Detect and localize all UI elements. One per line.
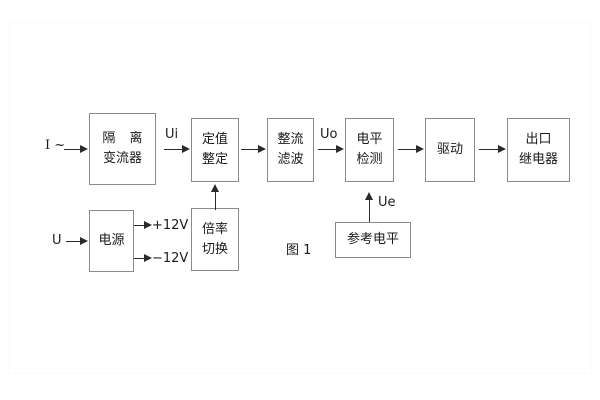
arrowhead-drive-to-output-relay <box>498 144 506 153</box>
arrowhead-multiplier-to-setting <box>210 184 219 192</box>
connector-isolation-to-setting <box>164 149 183 150</box>
block-rectify-filter: 整流 滤波 <box>267 118 314 182</box>
label-ue-signal: Ue <box>378 195 396 210</box>
block-level-detect: 电平 检测 <box>345 118 394 182</box>
block-drive: 驱动 <box>425 118 475 182</box>
arrowhead-setting-to-rectify <box>258 144 266 153</box>
block-output-relay-line-2: 继电器 <box>518 152 558 167</box>
arrowhead-isolation-to-setting <box>182 144 190 153</box>
arrowhead-reference-to-level-detect <box>364 192 373 200</box>
block-multiplier-switch-line-1: 倍率 <box>201 221 228 237</box>
block-power-supply: 电源 <box>89 210 134 272</box>
label-ui-signal: Ui <box>165 127 179 142</box>
connector-input-to-isolation <box>64 149 81 150</box>
connector-power-supply-positive-rail <box>134 225 147 226</box>
connector-rectify-to-level-detect <box>318 149 337 150</box>
label-current-input: I ~ <box>45 138 66 153</box>
arrowhead-power-supply-positive-rail <box>144 220 152 229</box>
block-isolation-ct: 隔 离 变流器 <box>89 113 156 185</box>
connector-power-supply-negative-rail <box>134 258 147 259</box>
block-reference-level: 参考电平 <box>335 222 411 258</box>
connector-reference-to-level-detect <box>369 200 370 222</box>
connector-setting-to-rectify <box>241 149 259 150</box>
arrowhead-rectify-to-level-detect <box>336 144 344 153</box>
block-power-supply-line-1: 电源 <box>98 233 125 249</box>
arrowhead-voltage-input-to-power-supply <box>80 236 88 245</box>
block-output-relay-line-1: 出口 <box>525 132 552 148</box>
block-setting-line-1: 定值 <box>201 132 228 148</box>
block-reference-level-line-1: 参考电平 <box>346 232 399 248</box>
arrowhead-power-supply-negative-rail <box>144 253 152 262</box>
block-multiplier-switch-line-2: 切换 <box>201 241 228 257</box>
connector-multiplier-to-setting <box>215 192 216 210</box>
block-output-relay: 出口 继电器 <box>507 118 570 182</box>
label-uo-signal: Uo <box>320 127 338 142</box>
block-rectify-filter-line-2: 滤波 <box>277 152 304 167</box>
arrowhead-input-to-isolation <box>80 144 88 153</box>
connector-drive-to-output-relay <box>479 149 499 150</box>
label-voltage-input: U <box>52 233 62 248</box>
block-drive-line-1: 驱动 <box>436 142 463 158</box>
block-setting-line-2: 整定 <box>201 152 228 167</box>
connector-voltage-input-to-power-supply <box>66 241 81 242</box>
block-multiplier-switch: 倍率 切换 <box>191 208 239 271</box>
block-isolation-ct-line-2: 变流器 <box>102 151 142 166</box>
connector-level-detect-to-drive <box>398 149 417 150</box>
block-level-detect-line-1: 电平 <box>356 132 383 148</box>
diagram-frame <box>8 22 592 374</box>
block-rectify-filter-line-1: 整流 <box>277 132 304 148</box>
block-isolation-ct-line-1: 隔 离 <box>102 131 148 147</box>
figure-caption: 图 1 <box>286 243 312 258</box>
label-positive-12v-rail: +12V <box>152 218 189 233</box>
block-setting: 定值 整定 <box>191 118 239 182</box>
block-level-detect-line-2: 检测 <box>356 152 383 167</box>
arrowhead-level-detect-to-drive <box>416 144 424 153</box>
label-negative-12v-rail: −12V <box>152 251 189 266</box>
